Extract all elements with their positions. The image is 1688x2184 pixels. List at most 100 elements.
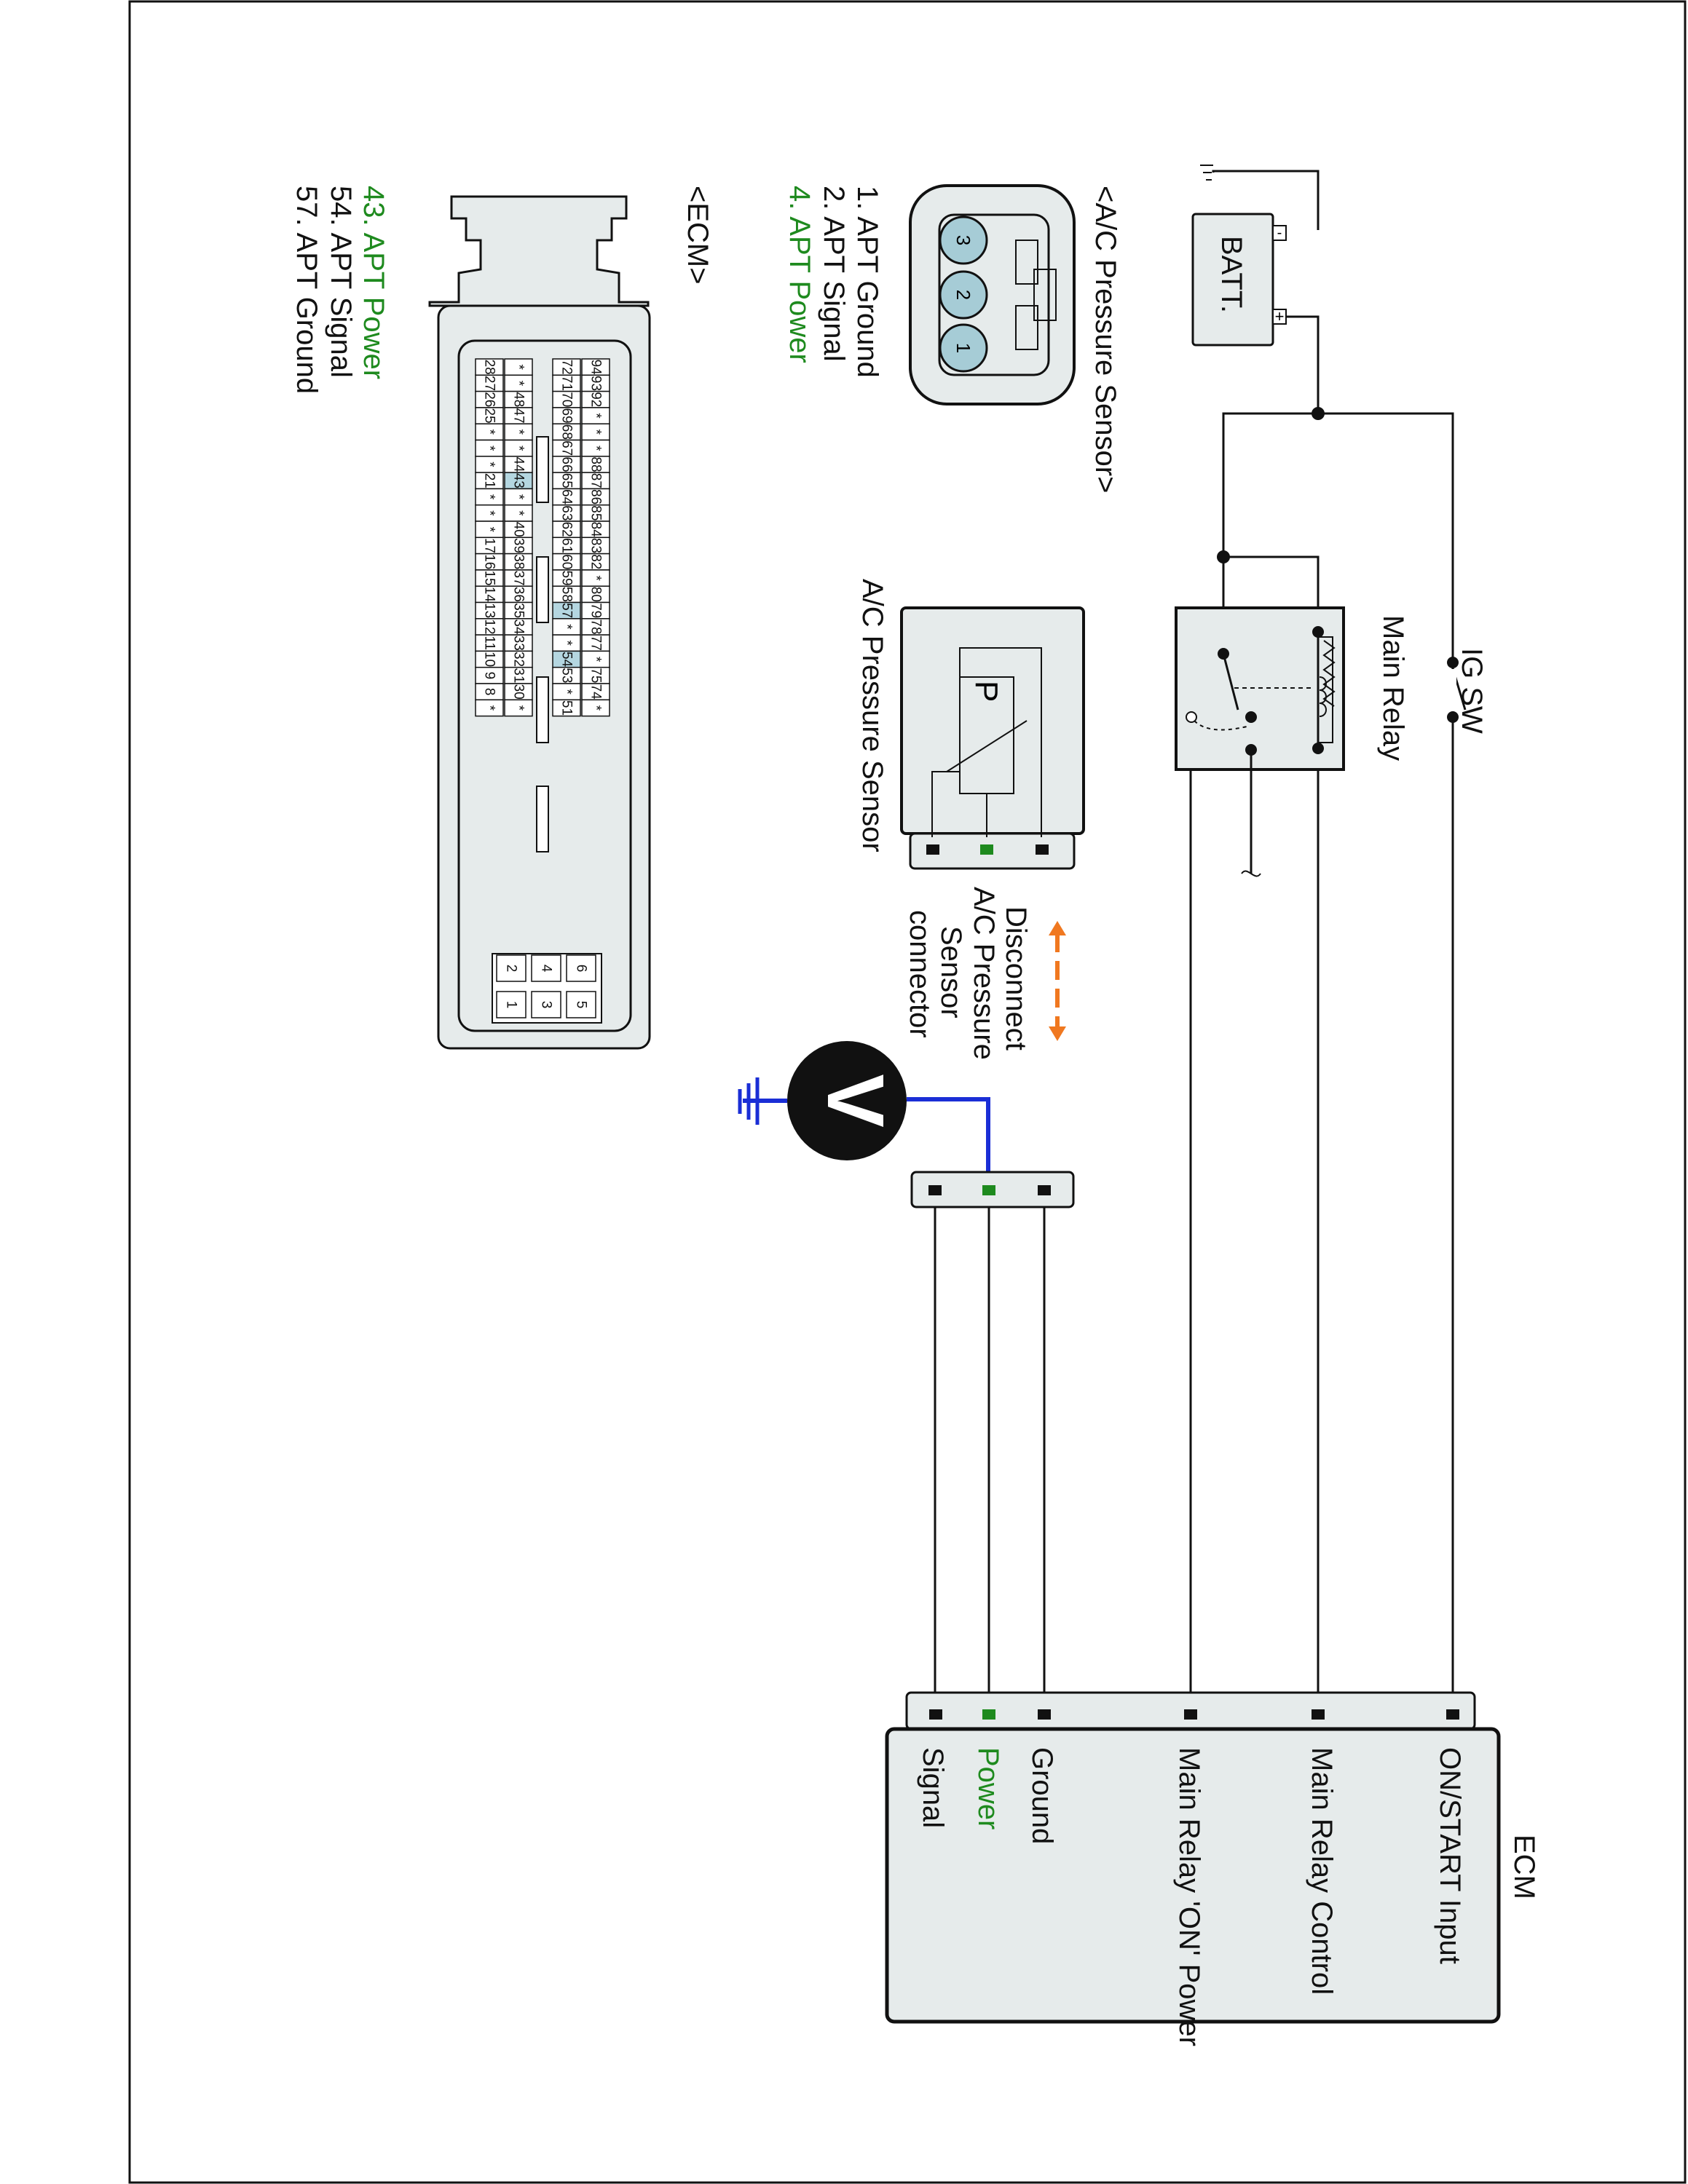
ecm-pin-label: 39 (511, 538, 526, 553)
ac-connector-face: <A/C Pressure Sensor> 3 2 1 1. APT Groun… (784, 184, 1121, 493)
ecm-pin-label: 17 (482, 538, 497, 553)
ac-connector-title: <A/C Pressure Sensor> (1089, 186, 1121, 493)
ecm-pin-label: 74 (588, 684, 604, 700)
ecm-connector-title: <ECM> (682, 186, 714, 285)
ecm-pin-label: * (588, 705, 604, 711)
ecm-small-pin-cell (566, 954, 596, 982)
ecm-pin-label: 21 (482, 473, 497, 488)
ecm-pin-label: * (588, 446, 604, 451)
ecm-pin-label: 40 (511, 522, 526, 537)
ecm-pin-label: * (588, 657, 604, 662)
ecm-pin-label: 67 (559, 440, 575, 456)
ac-pin-2: 2 (953, 290, 974, 300)
ecm-pin-label: 57 (559, 603, 575, 618)
ecm-small-pin-label: 3 (539, 1001, 554, 1009)
ecm-pin-label: 62 (559, 522, 575, 537)
ecm-pin-cell (552, 699, 581, 717)
ecm-pin-label: 53 (559, 668, 575, 683)
ecm-terminal-main-relay-on-power: Main Relay 'ON' Power (1173, 1747, 1205, 2046)
ecm-pin-label: 82 (588, 554, 604, 569)
page-frame (128, 0, 1687, 2184)
ecm-pin-label: 61 (559, 538, 575, 553)
ecm-pin-label: * (482, 494, 497, 500)
ecm-pin-label: 48 (511, 392, 526, 407)
ecm-terminal-on-start: ON/START Input (1434, 1747, 1466, 1964)
ecm-pin-label: 64 (559, 489, 575, 505)
ecm-pin-label: 75 (588, 668, 604, 683)
ecm-pin-label: 80 (588, 587, 604, 602)
ecm-pin-label: 34 (511, 619, 526, 635)
ecm-pin-label: 44 (511, 456, 526, 472)
ecm-pin-label: 58 (559, 587, 575, 602)
ecm-pin-label: * (559, 624, 575, 630)
ecm-pin-label: * (511, 446, 526, 451)
ecm-small-pin-label: 4 (539, 965, 554, 973)
ecm-small-pin-cell (531, 954, 561, 982)
disconnect-line-4: connector (904, 910, 936, 1038)
ecm-pin-cell (475, 699, 504, 717)
ecm-pin-label: * (511, 494, 526, 500)
battery-minus-p: - (1277, 225, 1282, 241)
ac-pin-3: 3 (953, 235, 974, 245)
ecm-pin-label: * (482, 430, 497, 435)
ecm-pin-label: * (482, 510, 497, 516)
ecm-title: ECM (1508, 1835, 1540, 1899)
ecm-terminal-power: Power (972, 1747, 1004, 1829)
supply-wiring (1217, 315, 1454, 1718)
ecm-pin-label: 37 (511, 570, 526, 585)
ecm-pin-label: 30 (511, 684, 526, 700)
ecm-terminal-signal: Signal (917, 1747, 949, 1828)
ecm-pin-label: 9 (482, 672, 497, 680)
ecm-block: ECM ON/START Input Main Relay Control Ma… (885, 1691, 1540, 2046)
ecm-small-pin-cell (566, 991, 596, 1018)
ecm-pin-label: 79 (588, 603, 604, 618)
ig-switch-p: IG SW (1447, 648, 1488, 734)
ecm-pin-label: 12 (482, 619, 497, 634)
ecm-pin-label: * (511, 705, 526, 711)
ecm-pin-label: * (588, 575, 604, 581)
ac-legend-1: 1. APT Ground (851, 186, 883, 378)
ecm-legend-2: 54. APT Signal (325, 186, 357, 378)
ecm-pin-label: 93 (588, 376, 604, 391)
ecm-pin-label: 31 (511, 668, 526, 683)
ecm-connector-face: <ECM> 949392***88878685848382*80797877*7… (291, 186, 714, 1050)
ac-legend-2: 2. APT Signal (818, 186, 850, 362)
ecm-pin-cell (581, 699, 610, 717)
main-relay-label-p: Main Relay (1377, 615, 1409, 761)
ecm-connector-key (536, 556, 549, 623)
ecm-pin-label: 66 (559, 456, 575, 472)
ecm-pin-label: * (588, 413, 604, 419)
ecm-pin-label: 25 (482, 408, 497, 423)
ecm-pin-label: * (559, 689, 575, 695)
main-relay-p: Main Relay (1175, 606, 1409, 1718)
ac-pin-1: 1 (953, 343, 974, 353)
ecm-pin-grid: 949392***88878685848382*80797877*7574*72… (475, 358, 610, 852)
ecm-pin-label: 35 (511, 603, 526, 618)
ecm-pin-label: 51 (559, 700, 575, 716)
ecm-pin-label: 10 (482, 652, 497, 667)
ecm-terminal-ground: Ground (1026, 1747, 1058, 1844)
ecm-pin-label: 78 (588, 619, 604, 634)
ecm-pin-label: 94 (588, 360, 604, 376)
ecm-pin-cell (504, 699, 533, 717)
ecm-pin-label: * (588, 430, 604, 435)
ecm-pin-label: 69 (559, 408, 575, 423)
voltmeter-symbol: V (811, 1074, 900, 1127)
ecm-legend-1: 43. APT Power (358, 186, 390, 379)
ecm-pin-label: 83 (588, 538, 604, 553)
ecm-small-pin-cell (496, 991, 526, 1018)
ecm-pin-label: 8 (482, 688, 497, 696)
disconnected-connector (910, 1171, 1075, 1711)
ecm-small-pin-cell (496, 954, 526, 982)
ac-legend-3: 4. APT Power (784, 186, 816, 363)
ecm-pin-label: 84 (588, 522, 604, 538)
ecm-pin-label: 26 (482, 392, 497, 407)
ecm-pin-label: * (511, 430, 526, 435)
battery: - + BATT. (1191, 165, 1320, 347)
ac-pressure-sensor: P A/C Pressure Sensor (856, 579, 1085, 870)
ecm-pin-label: 70 (559, 392, 575, 407)
ecm-pin-label: * (482, 526, 497, 532)
ecm-pin-label: 38 (511, 554, 526, 569)
ecm-small-pin-label: 1 (504, 1001, 519, 1009)
